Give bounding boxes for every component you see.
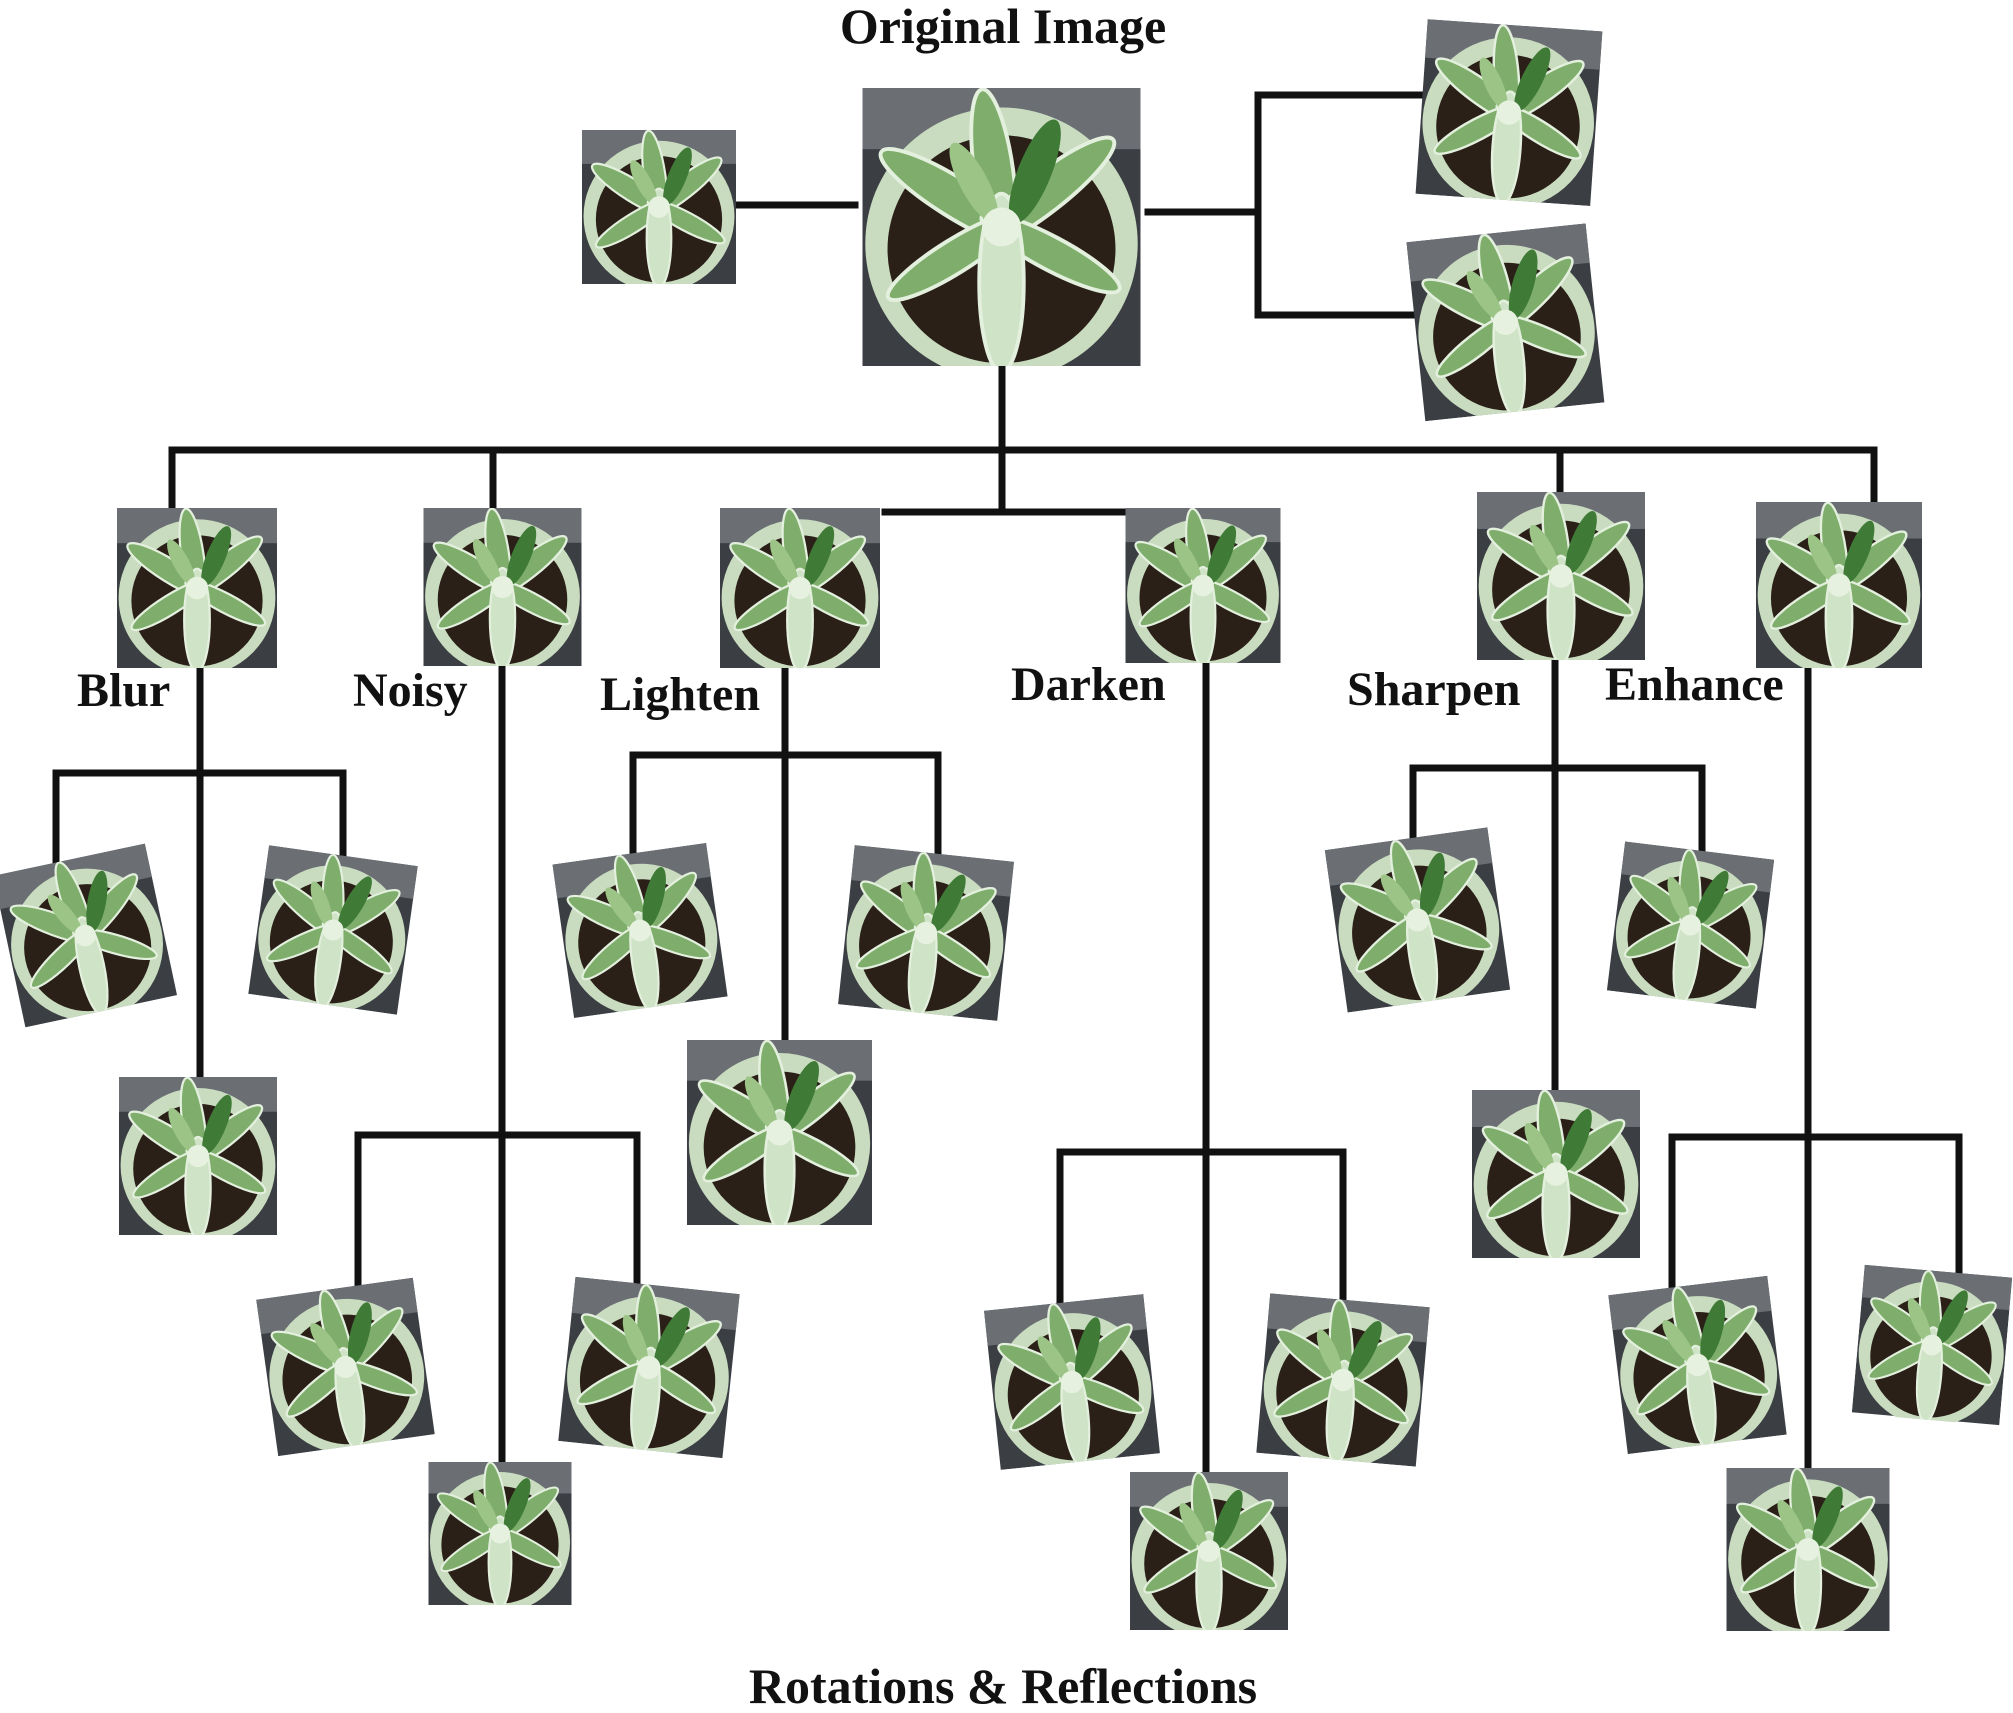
blur-reflection-thumbnail <box>117 1077 279 1235</box>
darken-reflection-thumbnail <box>1128 1472 1290 1630</box>
sharpen-thumbnail <box>1475 492 1647 660</box>
blur-label: Blur <box>77 664 170 717</box>
noisy-rotation-thumbnail-2 <box>556 1276 741 1459</box>
noisy-label: Noisy <box>353 664 468 717</box>
lighten-label: Lighten <box>600 668 760 721</box>
lighten-rotation-thumbnail-2 <box>836 844 1016 1022</box>
sharpen-label: Sharpen <box>1347 663 1520 716</box>
blur-rotation-thumbnail-2 <box>246 844 419 1016</box>
original-rotation-thumbnail-2 <box>1405 222 1607 423</box>
lighten-rotation-thumbnail-1 <box>551 841 730 1020</box>
original-reflection-thumbnail <box>580 130 738 284</box>
enhance-label: Enhance <box>1605 658 1784 711</box>
blur-thumbnail <box>115 508 279 668</box>
sharpen-rotation-thumbnail-1 <box>1324 827 1511 1013</box>
noisy-reflection-thumbnail <box>427 1462 573 1605</box>
darken-rotation-thumbnail-1 <box>982 1293 1162 1471</box>
noisy-thumbnail <box>422 508 583 666</box>
enhance-rotation-thumbnail-2 <box>1851 1263 2013 1427</box>
darken-thumbnail <box>1124 508 1282 663</box>
enhance-rotation-thumbnail-1 <box>1606 1274 1789 1456</box>
sharpen-reflection-thumbnail <box>1470 1090 1642 1258</box>
enhance-thumbnail <box>1754 502 1924 668</box>
image-thumbnails <box>0 19 2013 1631</box>
title-label: Original Image <box>840 0 1166 54</box>
blur-rotation-thumbnail-1 <box>0 843 180 1028</box>
footer-label: Rotations & Reflections <box>749 1658 1257 1713</box>
sharpen-rotation-thumbnail-2 <box>1604 841 1776 1010</box>
lighten-reflection-thumbnail <box>685 1040 874 1225</box>
original-rotation-thumbnail-1 <box>1414 19 1604 207</box>
darken-label: Darken <box>1011 658 1166 711</box>
connector-lines <box>52 91 1963 1476</box>
darken-rotation-thumbnail-2 <box>1254 1292 1431 1468</box>
noisy-rotation-thumbnail-1 <box>254 1276 438 1458</box>
original-image-thumbnail <box>863 87 1141 380</box>
labels: Original Image Blur Noisy Lighten Darken… <box>77 0 1784 1713</box>
enhance-reflection-thumbnail <box>1725 1468 1891 1631</box>
lighten-thumbnail <box>718 508 882 668</box>
